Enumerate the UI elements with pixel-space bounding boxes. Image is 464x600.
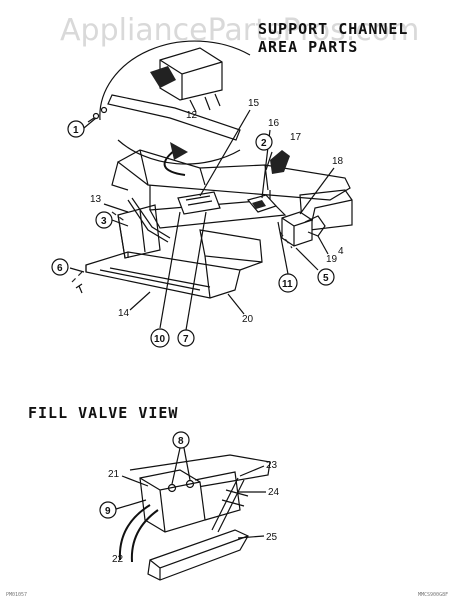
callout-5: 5 — [323, 273, 329, 284]
callout-11-circle — [278, 273, 298, 293]
fill-valve-top-bar — [129, 454, 271, 491]
label-25: 25 — [266, 532, 278, 543]
label-23: 23 — [266, 460, 278, 471]
callout-8-circle — [172, 431, 190, 449]
callout-9: 9 — [105, 506, 111, 517]
inset-plate — [107, 94, 241, 141]
inset-arc-bottom — [117, 139, 241, 165]
clip-19 — [304, 215, 326, 237]
label-20: 20 — [242, 314, 254, 325]
valve-screw-a — [167, 483, 177, 493]
watermark-text: AppliancePartsPros.com — [60, 13, 419, 48]
lever-13 — [127, 199, 169, 243]
inset-screw-2 — [100, 106, 108, 114]
rail-20 — [199, 229, 263, 263]
bracket-18 — [281, 211, 313, 247]
callout-10-circle — [150, 328, 170, 348]
valve-screw-b — [185, 479, 195, 489]
callout-9-circle — [99, 501, 117, 519]
label-19: 19 — [326, 254, 338, 265]
label-21: 21 — [108, 469, 120, 480]
knob-17 — [270, 150, 290, 174]
label-24: 24 — [268, 487, 280, 498]
footer-left-code: PM01057 — [6, 592, 27, 598]
fill-valve-assembly — [118, 454, 271, 581]
support-channel — [116, 149, 351, 201]
inset-arc-top — [99, 40, 251, 121]
callout-1-circle — [67, 120, 85, 138]
hose-22 — [118, 504, 151, 561]
detail-arrow — [163, 149, 186, 176]
callout-2-circle — [255, 133, 273, 151]
inset-screw-1 — [92, 112, 100, 120]
label-13: 13 — [90, 194, 102, 205]
valve-bracket — [194, 471, 241, 521]
channel-25 — [147, 529, 249, 581]
label-16: 16 — [268, 118, 280, 129]
callout-6-circle — [51, 258, 69, 276]
label-17: 17 — [290, 132, 302, 143]
label-15: 15 — [248, 98, 260, 109]
label-12: 12 — [186, 110, 198, 121]
label-4: 4 — [338, 246, 344, 257]
tube-24 — [211, 477, 239, 531]
detail-inset — [87, 40, 251, 165]
inset-connector — [150, 66, 176, 88]
fill-valve-view-title: FILL VALVE VIEW — [28, 404, 178, 422]
callout-10: 10 — [154, 334, 166, 345]
callout-6: 6 — [57, 263, 63, 274]
callout-7: 7 — [183, 334, 189, 345]
footer-right-code: MMCS900G8F — [418, 592, 448, 598]
callout-5-circle — [317, 268, 335, 286]
area-parts-title: AREA PARTS — [258, 38, 358, 56]
callout-11: 11 — [282, 279, 293, 290]
callout-2: 2 — [261, 138, 267, 149]
label-18: 18 — [332, 156, 344, 167]
callout-8: 8 — [178, 436, 184, 447]
screw-6 — [75, 283, 83, 294]
label-22: 22 — [112, 554, 124, 565]
callout-3-circle — [95, 211, 113, 229]
callout-7-circle — [177, 329, 195, 347]
support-channel-assembly — [71, 149, 353, 299]
lower-channel — [85, 251, 241, 299]
callout-1: 1 — [73, 125, 79, 136]
label-14: 14 — [118, 308, 130, 319]
callout-3: 3 — [101, 216, 107, 227]
support-channel-title: SUPPORT CHANNEL — [258, 20, 408, 38]
